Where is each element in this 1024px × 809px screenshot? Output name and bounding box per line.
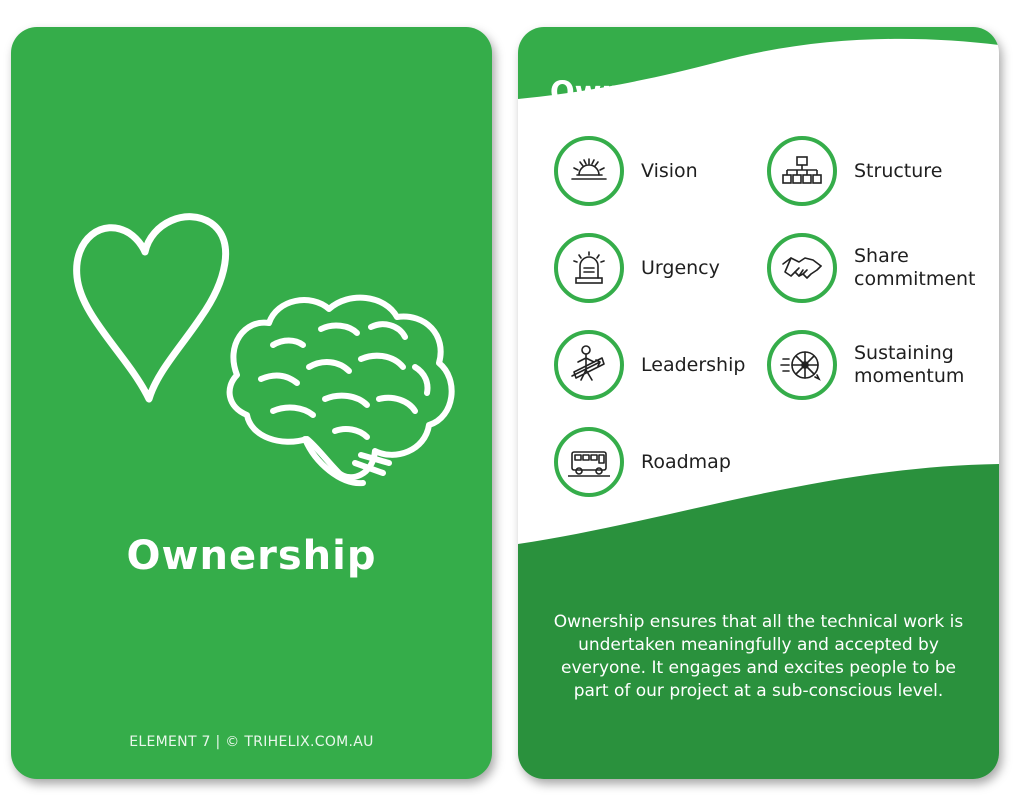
item-label: Leadership [641, 353, 746, 376]
brain-icon [226, 294, 455, 487]
item-label: Roadmap [641, 450, 731, 473]
item-label: Structure [854, 159, 943, 182]
wheel-icon [780, 351, 821, 381]
back-description: Ownership ensures that all the technical… [553, 612, 964, 701]
item-leadership: Leadership [554, 330, 745, 400]
item-label: Sustaining momentum [854, 342, 965, 387]
item-roadmap: Roadmap [554, 427, 731, 497]
item-label: Vision [641, 159, 698, 182]
top-wave [518, 27, 999, 99]
item-ring [554, 233, 624, 303]
siren-icon [573, 251, 605, 284]
back-title: Ownership [550, 75, 725, 109]
item-urgency: Urgency [554, 233, 720, 303]
item-vision: Vision [554, 136, 698, 206]
front-footer: ELEMENT 7 | © TRIHELIX.COM.AU [129, 734, 374, 750]
bottom-wave [518, 464, 999, 779]
heart-icon [73, 213, 230, 403]
item-ring [767, 233, 837, 303]
item-share-commitment: Share commitment [767, 233, 976, 303]
org-chart-icon [782, 156, 822, 184]
leader-arrow-icon [571, 345, 605, 381]
item-ring [767, 136, 837, 206]
sunrise-icon [571, 158, 607, 180]
front-card: Ownership ELEMENT 7 | © TRIHELIX.COM.AU [11, 27, 492, 779]
back-background [518, 27, 999, 779]
front-title: Ownership [126, 533, 377, 579]
item-ring [767, 330, 837, 400]
handshake-icon [782, 257, 822, 279]
item-label: Share commitment [854, 245, 976, 290]
front-illustration [73, 213, 455, 487]
item-ring [554, 330, 624, 400]
item-ring [554, 427, 624, 497]
back-card: Ownership Vision Structure [518, 27, 999, 779]
bus-icon [568, 451, 610, 477]
item-label: Urgency [641, 256, 720, 279]
item-sustaining-momentum: Sustaining momentum [767, 330, 964, 400]
item-ring [554, 136, 624, 206]
item-structure: Structure [767, 136, 942, 206]
